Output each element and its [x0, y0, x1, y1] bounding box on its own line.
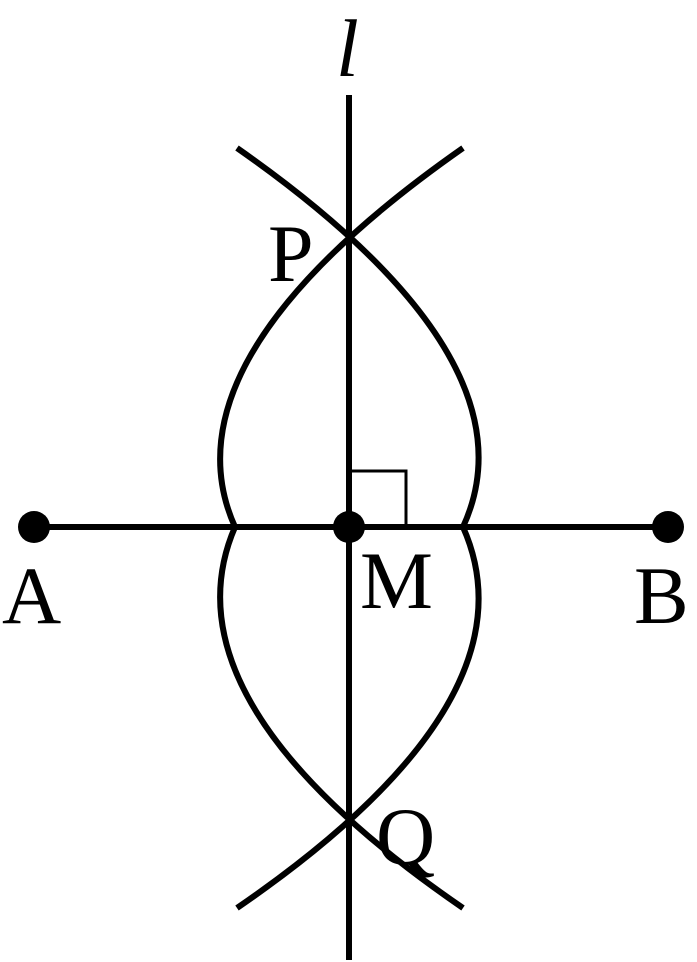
point-label-q: Q	[376, 791, 435, 882]
line-label-l: l	[336, 3, 359, 94]
arc-from-a	[235, 145, 482, 911]
arc-from-b	[217, 145, 465, 911]
point-m	[333, 511, 365, 543]
point-a	[18, 511, 50, 543]
right-angle-marker	[351, 469, 408, 525]
point-b	[652, 511, 684, 543]
point-label-m: M	[360, 535, 433, 626]
point-label-p: P	[268, 208, 314, 299]
point-label-b: B	[634, 550, 689, 641]
point-label-a: A	[2, 550, 61, 641]
